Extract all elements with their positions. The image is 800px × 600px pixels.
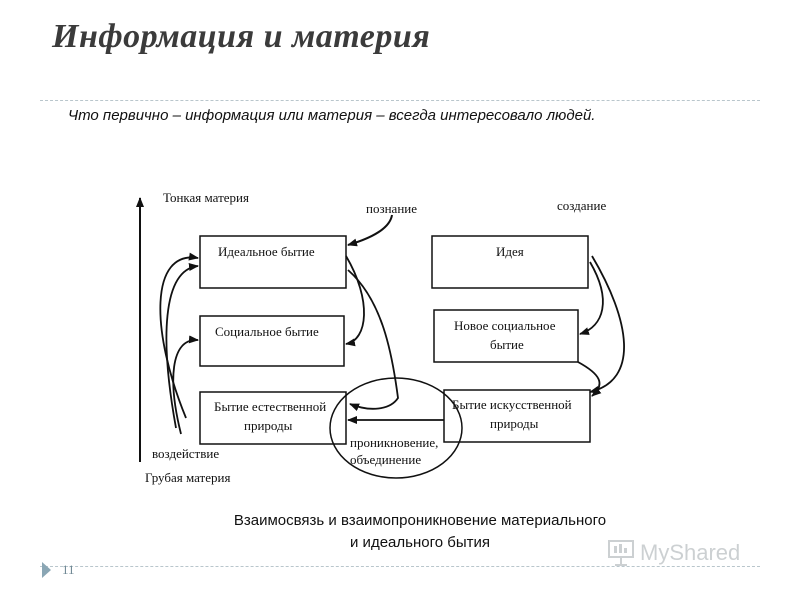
title-divider [40,100,760,101]
caption-line2: и идеального бытия [350,534,490,551]
footer-divider [40,566,760,567]
creation-label: создание [557,198,606,213]
axis-bottom-label: Грубая материя [145,470,230,485]
arrow-new-social-to-artificial [577,361,602,397]
box-new-social-being-label-line2: бытие [490,337,524,352]
arrow-idea-to-artificial [589,255,625,394]
box-artificial-being: Бытие искусственной природы [443,389,591,443]
slide-title: Информация и материя [52,18,431,55]
arrow-impact-to-ideal [159,252,199,419]
axis-top-label: Тонкая материя [163,190,249,205]
arrow-impact-to-social [172,335,199,435]
watermark-logo: MyShared [606,536,766,570]
cognition-label: познание [366,201,417,216]
box-social-being-label: Социальное бытие [215,324,319,339]
box-artificial-being-label-line2: природы [490,416,539,431]
arrow-ideal-to-social [345,255,365,347]
box-ideal-being-label: Идеальное бытие [218,244,315,259]
page-number: 11 [62,562,75,577]
arrow-idea-to-new-social [579,261,604,335]
box-idea-label: Идея [496,244,524,259]
arrow-ideal-to-natural [347,269,399,412]
box-ideal-being: Идеальное бытие [199,235,347,289]
watermark-text: MyShared [640,540,741,565]
box-new-social-being-label-line1: Новое социальное [454,318,556,333]
arrow-impact-to-ideal-2 [165,263,199,429]
footer-triangle-icon [42,562,51,578]
penetration-ellipse [329,377,463,479]
caption-line1: Взаимосвязь и взаимопроникновение матери… [233,512,607,529]
box-natural-being-label-line2: природы [244,418,293,433]
presentation-board-icon [608,540,634,566]
box-natural-being: Бытие естественной природы [199,391,347,445]
slide-subtitle: Что первично – информация или материя – … [68,107,596,124]
impact-label: воздействие [152,446,219,461]
penetration-label-line1: проникновение, [350,435,438,450]
arrow-cognition [347,214,393,247]
box-artificial-being-label-line1: Бытие искусственной [452,397,572,412]
box-idea: Идея [431,235,589,289]
box-social-being: Социальное бытие [199,315,345,367]
box-natural-being-label-line1: Бытие естественной [214,399,326,414]
diagram-caption: Взаимосвязь и взаимопроникновение матери… [140,510,700,554]
box-new-social-being: Новое социальное бытие [433,309,579,363]
penetration-label-line2: объединение [350,452,421,467]
